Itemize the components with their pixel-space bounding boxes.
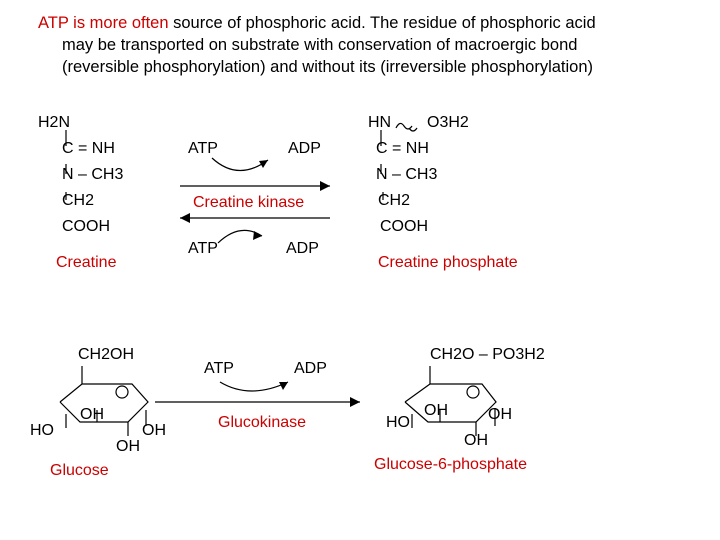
creatine-phosphate-c-nh: C = NH	[376, 140, 429, 157]
creatine-phosphate-o3h2: O3H2	[427, 114, 469, 131]
reaction1-top-curve	[211, 157, 269, 172]
reaction2-adp: ADP	[294, 360, 327, 377]
glucose6p-label: Glucose-6-phosphate	[374, 456, 527, 473]
glucose6p-oh-2: OH	[464, 432, 488, 449]
reaction2-curve	[219, 381, 289, 392]
creatine-label: Creatine	[56, 254, 117, 271]
glucose-oh-3: OH	[142, 422, 166, 439]
glucose6p-oh-1: OH	[424, 402, 448, 419]
reaction1-bottom-curve-head	[253, 231, 262, 240]
glucose-label: Glucose	[50, 462, 109, 479]
reaction1-top-curve-head	[259, 160, 268, 168]
reaction1-enzyme: Creatine kinase	[193, 194, 305, 211]
glucose6p-oh-3: OH	[488, 406, 512, 423]
reaction1-atp-bottom: ATP	[188, 240, 218, 257]
creatine-phosphate-n-ch3: N – CH3	[376, 166, 438, 183]
glucose-ring	[59, 383, 149, 423]
creatine-c-nh: C = NH	[62, 140, 115, 157]
glucose6p-ring-oxygen	[466, 385, 480, 399]
glucose-oh-2: OH	[116, 438, 140, 455]
intro-line-3: (reversible phosphorylation) and without…	[62, 58, 594, 76]
intro-red-phrase: ATP is more often	[38, 14, 169, 32]
reaction2-enzyme: Glucokinase	[218, 414, 307, 431]
creatine-phosphate-ch2: CH2	[378, 192, 411, 209]
creatine-n-ch3: N – CH3	[62, 166, 124, 183]
creatine-ch2: CH2	[62, 192, 95, 209]
glucose6p-ring	[404, 383, 497, 423]
reaction2-arrowhead	[350, 397, 360, 407]
reaction1-forward-arrowhead	[320, 181, 330, 191]
creatine-phosphate-hn: HN	[368, 114, 392, 131]
glucose-ho: HO	[30, 422, 54, 439]
reaction1-adp-top: ADP	[288, 140, 321, 157]
macroergic-bond-curve	[408, 127, 418, 132]
intro-line-2: may be transported on substrate with con…	[62, 36, 578, 54]
reaction2-atp: ATP	[204, 360, 234, 377]
glucose-ch2oh: CH2OH	[78, 346, 135, 363]
creatine-phosphate-label: Creatine phosphate	[378, 254, 518, 271]
intro-line-1: source of phosphoric acid. The residue o…	[168, 14, 596, 32]
intro-text: ATP is more often source of phosphoric a…	[38, 12, 698, 78]
glucose-ring-oxygen	[115, 385, 129, 399]
reaction2-curve-head	[279, 382, 288, 390]
reaction1-reverse-arrowhead	[180, 213, 190, 223]
reaction1-atp-top: ATP	[188, 140, 218, 157]
creatine-cooh: COOH	[62, 218, 110, 235]
creatine-phosphate-cooh: COOH	[380, 218, 428, 235]
glucose6p-ho: HO	[386, 414, 410, 431]
reaction1-adp-bottom: ADP	[286, 240, 319, 257]
creatine-h2n: H2N	[38, 114, 71, 131]
glucose-oh-1: OH	[80, 406, 104, 423]
glucose6p-ch2o-po3h2: CH2O – PO3H2	[430, 346, 545, 363]
